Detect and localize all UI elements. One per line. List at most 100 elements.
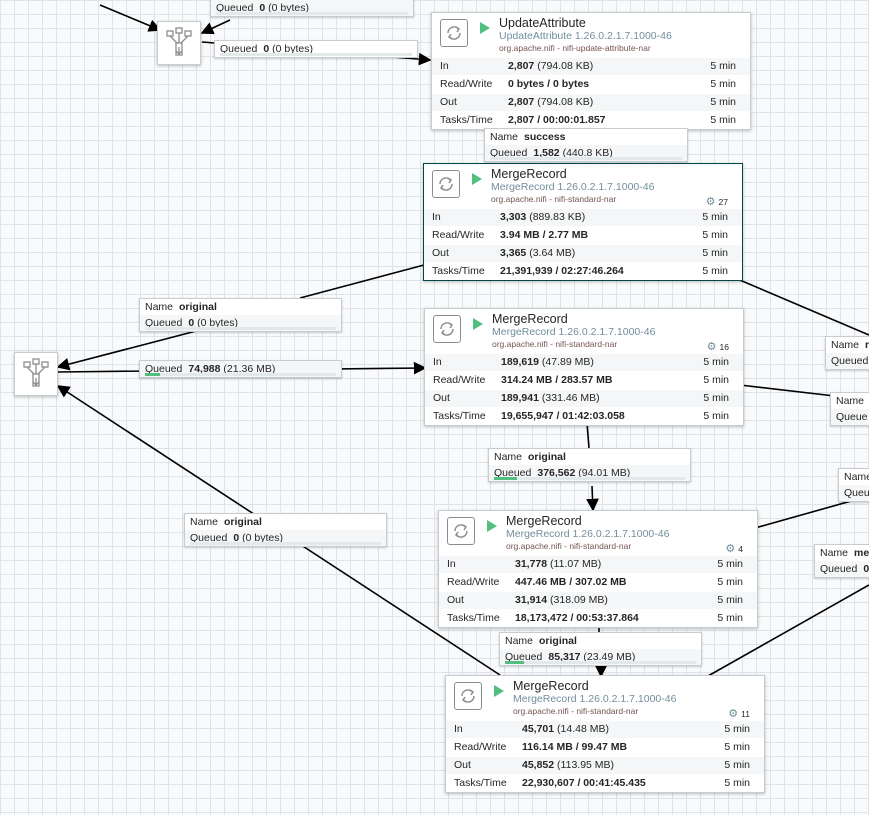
- edge[interactable]: [200, 19, 231, 35]
- queue-progress-bar: [490, 157, 682, 160]
- play-icon[interactable]: [472, 173, 482, 185]
- queue-progress-bar: [494, 477, 685, 480]
- processor-merge-record-4[interactable]: MergeRecord MergeRecord 1.26.0.2.1.7.100…: [445, 675, 765, 793]
- queue-progress-bar: [190, 542, 381, 545]
- funnel-left[interactable]: [14, 352, 58, 396]
- funnel-top[interactable]: [157, 21, 201, 65]
- processor-name: MergeRecord: [492, 312, 568, 326]
- processor-name: MergeRecord: [491, 167, 567, 181]
- queue-progress-bar: [216, 12, 408, 15]
- edge[interactable]: [707, 584, 869, 677]
- threads-icon: ⚙: [728, 708, 739, 720]
- play-icon[interactable]: [473, 318, 483, 330]
- edge[interactable]: [734, 277, 869, 336]
- connection-label-partial[interactable]: Name Queue: [830, 392, 869, 426]
- queue-progress-bar: [145, 373, 336, 376]
- queue-progress-bar: [505, 661, 696, 664]
- name-row: Name: [836, 395, 865, 407]
- processor-update-attribute[interactable]: UpdateAttribute UpdateAttribute 1.26.0.2…: [431, 12, 751, 130]
- connection-label-partial[interactable]: Name Queu: [838, 468, 869, 502]
- processor-merge-record-3[interactable]: MergeRecord MergeRecord 1.26.0.2.1.7.100…: [438, 510, 758, 628]
- queue-progress-fill: [494, 477, 517, 480]
- edge[interactable]: [586, 422, 590, 449]
- active-threads: ⚙27: [705, 196, 728, 208]
- processor-merge-record-2[interactable]: MergeRecord MergeRecord 1.26.0.2.1.7.100…: [424, 308, 744, 426]
- play-icon[interactable]: [480, 22, 490, 34]
- name-row: Name: [844, 471, 869, 483]
- funnel-icon: [166, 27, 192, 56]
- edge[interactable]: [299, 264, 425, 299]
- processor-version: UpdateAttribute 1.26.0.2.1.7.1000-46: [499, 30, 672, 42]
- threads-icon: ⚙: [706, 341, 717, 353]
- threads-icon: ⚙: [725, 543, 736, 555]
- processor-merge-record-1[interactable]: MergeRecord MergeRecord 1.26.0.2.1.7.100…: [423, 163, 743, 281]
- processor-version: MergeRecord 1.26.0.2.1.7.1000-46: [492, 326, 656, 338]
- processor-bundle: org.apache.nifi - nifi-standard-nar: [492, 339, 618, 349]
- edge[interactable]: [56, 329, 201, 371]
- queued-row: Queue: [831, 409, 869, 425]
- funnel-icon: [23, 358, 49, 387]
- refresh-cycle-icon: [433, 315, 461, 343]
- edge[interactable]: [586, 485, 599, 512]
- edge[interactable]: [99, 4, 162, 32]
- queued-row: Queued: [826, 353, 869, 369]
- queue-progress-fill: [145, 373, 161, 376]
- threads-icon: ⚙: [705, 196, 716, 208]
- processor-bundle: org.apache.nifi - nifi-update-attribute-…: [499, 43, 651, 53]
- queue-progress-bar: [145, 327, 336, 330]
- processor-name: MergeRecord: [513, 679, 589, 693]
- play-icon[interactable]: [487, 520, 497, 532]
- active-threads: ⚙16: [706, 341, 729, 353]
- processor-name: UpdateAttribute: [499, 16, 586, 30]
- processor-version: MergeRecord 1.26.0.2.1.7.1000-46: [491, 181, 655, 193]
- queue-progress-fill: [505, 661, 525, 664]
- processor-version: MergeRecord 1.26.0.2.1.7.1000-46: [513, 693, 677, 705]
- processor-bundle: org.apache.nifi - nifi-standard-nar: [513, 706, 639, 716]
- processor-bundle: org.apache.nifi - nifi-standard-nar: [506, 541, 632, 551]
- refresh-cycle-icon: [440, 19, 468, 47]
- play-icon[interactable]: [494, 685, 504, 697]
